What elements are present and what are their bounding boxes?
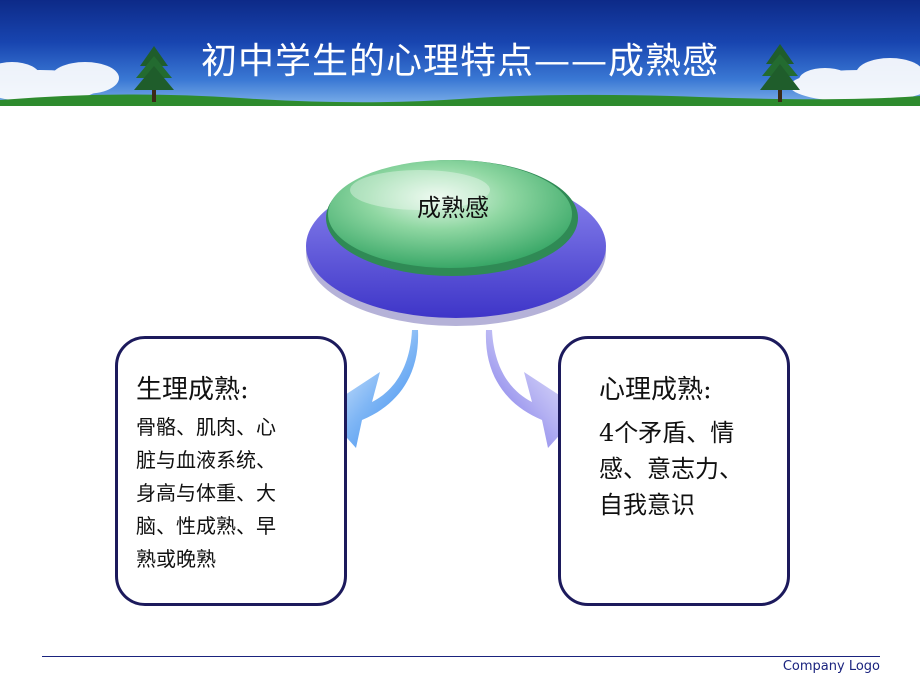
footer-divider <box>42 656 880 657</box>
company-logo: Company Logo <box>782 659 880 674</box>
cloud-left <box>0 62 119 102</box>
psychological-maturity-title: 心理成熟: <box>599 375 712 405</box>
grass-strip <box>0 94 920 106</box>
header-scenery <box>0 44 920 106</box>
psychological-maturity-box: 心理成熟: 4个矛盾、情 感、意志力、 自我意识 <box>558 336 790 606</box>
physical-maturity-body: 骨骼、肌肉、心 脏与血液系统、 身高与体重、大 脑、性成熟、早 熟或晚熟 <box>136 415 276 571</box>
page-title: 初中学生的心理特点——成熟感 <box>200 41 719 82</box>
arrow-right-icon <box>485 330 582 448</box>
psychological-maturity-body: 4个矛盾、情 感、意志力、 自我意识 <box>599 419 743 519</box>
tree-right-icon <box>760 44 800 102</box>
physical-maturity-title: 生理成熟: <box>136 375 249 405</box>
header-banner: 初中学生的心理特点——成熟感 <box>0 0 920 106</box>
physical-maturity-box: 生理成熟: 骨骼、肌肉、心 脏与血液系统、 身高与体重、大 脑、性成熟、早 熟或… <box>115 336 347 606</box>
tree-left-icon <box>134 46 174 102</box>
center-button <box>306 160 606 326</box>
center-label: 成熟感 <box>417 194 489 222</box>
cloud-right <box>790 58 920 102</box>
